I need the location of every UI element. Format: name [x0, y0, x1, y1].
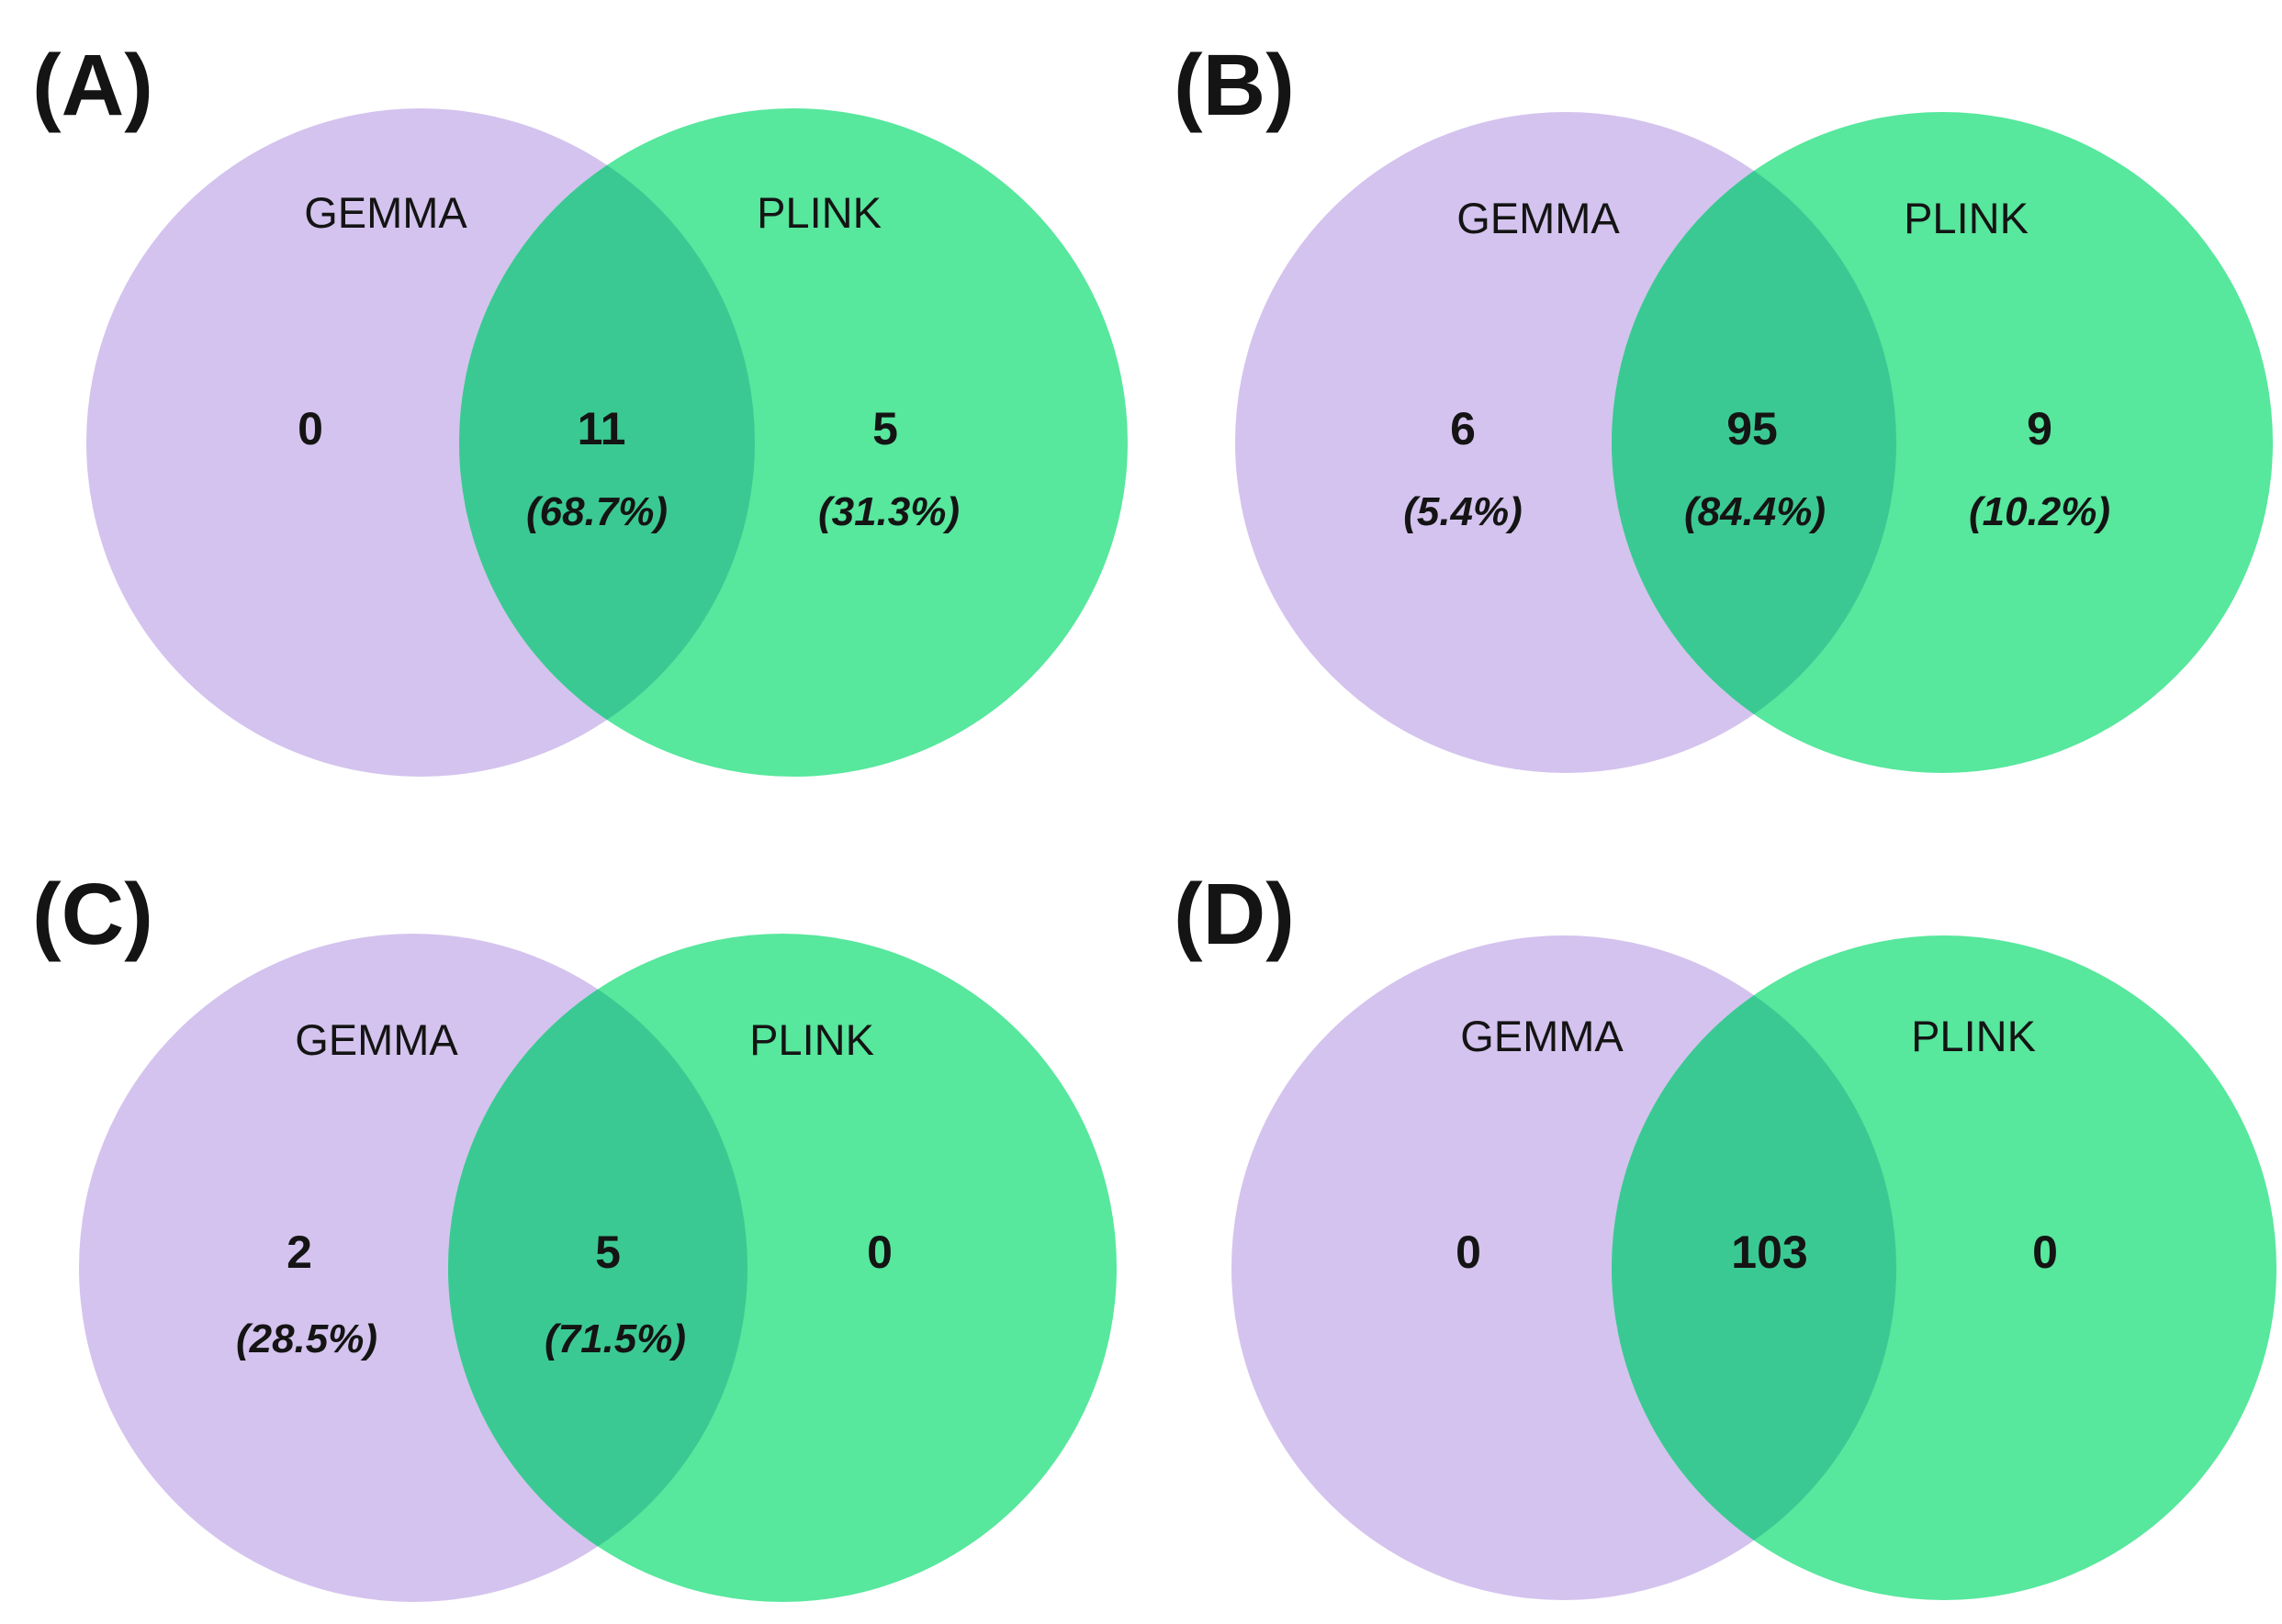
plink-only-value: 9 [2027, 403, 2052, 454]
plink-only-value: 5 [872, 403, 898, 454]
plink-label: PLINK [757, 188, 882, 237]
panel-label: (C) [32, 866, 153, 963]
intersection-value: 11 [578, 403, 626, 454]
gemma-only-value: 2 [287, 1226, 312, 1278]
overlap-region [459, 108, 755, 777]
venn-panel-c: (C) GEMMA PLINK 2 (28.5%) 5 (71.5%) 0 [32, 866, 1117, 1602]
intersection-percent: (84.4%) [1684, 489, 1826, 534]
overlap-region [1612, 112, 1896, 773]
intersection-value: 5 [595, 1226, 621, 1278]
plink-label: PLINK [1911, 1012, 2036, 1060]
panel-label: (B) [1174, 37, 1295, 134]
overlap-region [1612, 935, 1896, 1600]
intersection-value: 95 [1726, 403, 1778, 454]
panel-label: (D) [1174, 866, 1295, 963]
plink-only-value: 0 [2032, 1226, 2058, 1278]
plink-label: PLINK [749, 1015, 874, 1064]
venn-panel-a: (A) GEMMA PLINK 0 11 (68.7%) 5 (31.3%) [32, 37, 1128, 777]
gemma-label: GEMMA [295, 1015, 458, 1064]
intersection-percent: (71.5%) [545, 1316, 686, 1361]
gemma-label: GEMMA [304, 188, 467, 237]
venn-panel-d: (D) GEMMA PLINK 0 103 0 [1174, 866, 2276, 1600]
gemma-only-value: 0 [1456, 1226, 1481, 1278]
plink-label: PLINK [1904, 194, 2029, 242]
gemma-only-percent: (5.4%) [1403, 489, 1523, 534]
plink-only-percent: (31.3%) [818, 489, 960, 534]
venn-panel-b: (B) GEMMA PLINK 6 (5.4%) 95 (84.4%) 9 (1… [1174, 37, 2273, 773]
overlap-region [448, 934, 748, 1602]
gemma-label: GEMMA [1460, 1012, 1624, 1060]
gemma-only-percent: (28.5%) [236, 1316, 377, 1361]
plink-only-value: 0 [867, 1226, 893, 1278]
intersection-value: 103 [1731, 1226, 1807, 1278]
panel-label: (A) [32, 37, 153, 134]
gemma-only-value: 0 [298, 403, 323, 454]
plink-only-percent: (10.2%) [1969, 489, 2110, 534]
gemma-label: GEMMA [1456, 194, 1620, 242]
intersection-percent: (68.7%) [526, 489, 668, 534]
gemma-only-value: 6 [1450, 403, 1476, 454]
